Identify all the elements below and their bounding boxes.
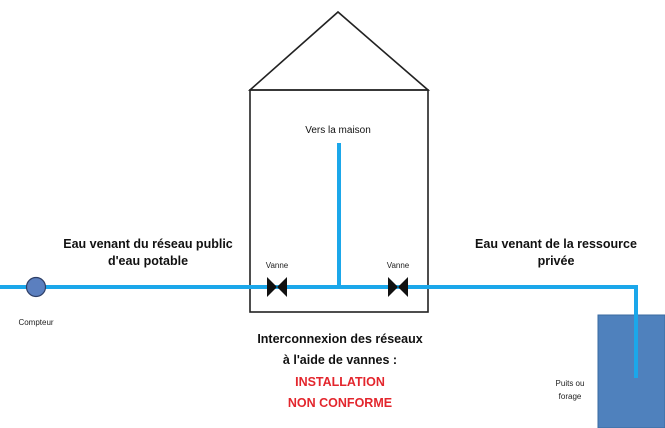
house-label: Vers la maison	[305, 125, 371, 136]
caption-line-2: à l'aide de vannes :	[282, 353, 398, 368]
caption-line-1: Interconnexion des réseaux	[257, 332, 423, 346]
valve-right-label: Vanne	[386, 261, 410, 270]
valve-left-icon	[267, 277, 287, 297]
house-outline	[249, 89, 429, 313]
water-meter	[25, 276, 47, 298]
warning-line-1: INSTALLATION	[295, 374, 385, 389]
private-water-line-1: Eau venant de la ressource	[475, 237, 637, 251]
well-label: Puits ou forage	[540, 378, 600, 404]
private-water-line-2: privée	[537, 253, 575, 268]
valve-right-icon	[388, 277, 408, 297]
private-water-label: Eau venant de la ressource privée	[456, 236, 656, 270]
caption: Interconnexion des réseaux à l'aide de v…	[222, 329, 458, 414]
private-well	[597, 314, 665, 428]
well-line-1: Puits ou	[555, 379, 585, 388]
public-water-label: Eau venant du réseau public d'eau potabl…	[48, 236, 248, 270]
public-water-line-2: d'eau potable	[107, 253, 189, 268]
well-line-2: forage	[558, 391, 582, 401]
meter-label: Compteur	[18, 318, 54, 327]
valve-left-label: Vanne	[265, 261, 289, 270]
warning-line-2: NON CONFORME	[287, 395, 393, 410]
house-roof	[247, 10, 431, 91]
public-water-line-1: Eau venant du réseau public	[63, 237, 233, 251]
